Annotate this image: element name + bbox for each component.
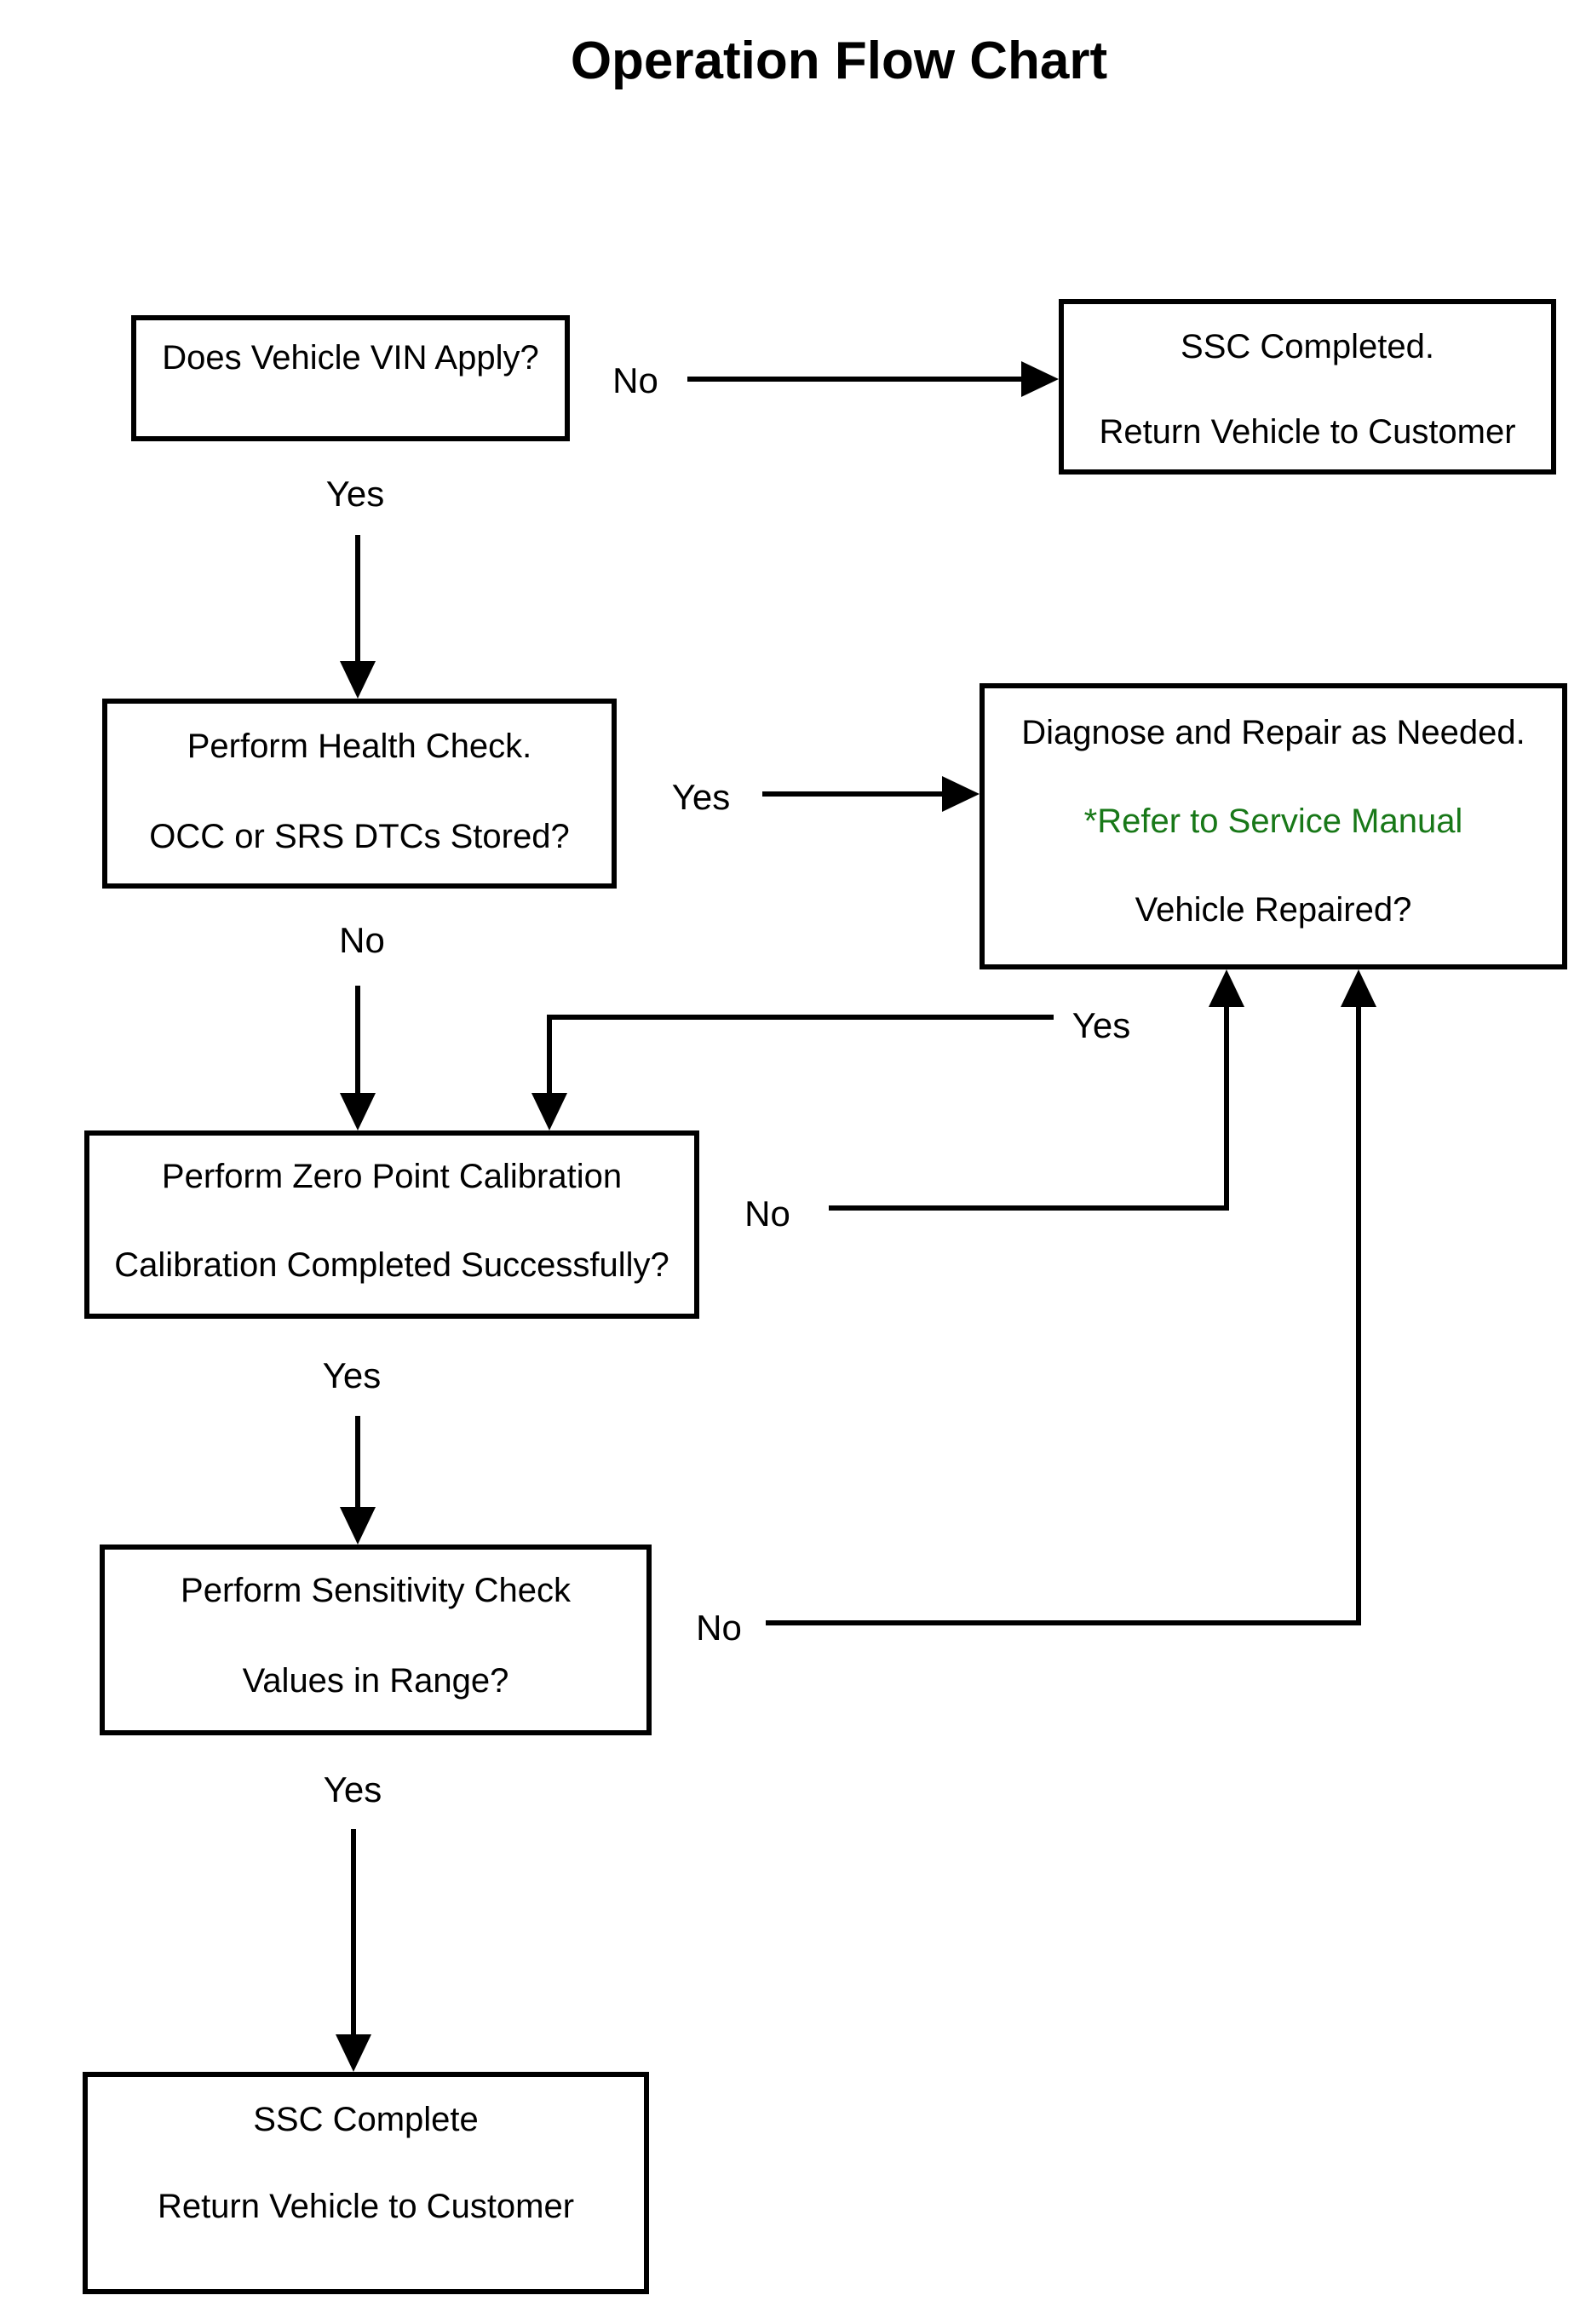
node-ssc-completed: SSC Completed. Return Vehicle to Custome… [1059,299,1556,475]
node-ssc-completed-line2: Return Vehicle to Customer [1099,413,1516,451]
arrow-diagnose-yes-shaft-v [547,1015,552,1093]
node-ssc-completed-line1: SSC Completed. [1181,328,1434,365]
edge-label-health-yes: Yes [671,777,731,817]
arrow-calibration-yes-shaft [355,1416,360,1507]
node-zero-point-calibration: Perform Zero Point Calibration Calibrati… [84,1130,699,1319]
arrowhead-health-yes [942,776,980,812]
node-diagnose-repair: Diagnose and Repair as Needed. *Refer to… [980,683,1567,969]
edge-label-diagnose-yes: Yes [1072,1005,1131,1045]
arrowhead-vin-no [1021,361,1059,397]
node-diagnose-line3: Vehicle Repaired? [1135,891,1412,929]
node-zero-point-line2: Calibration Completed Successfully? [114,1246,669,1284]
arrow-calibration-no-shaft-h [829,1205,1229,1211]
arrow-calibration-no-shaft-v [1224,1007,1229,1211]
arrow-sensitivity-yes-shaft [351,1829,356,2034]
arrowhead-calibration-no [1209,969,1244,1007]
node-sensitivity-line2: Values in Range? [242,1662,509,1700]
page-title: Operation Flow Chart [570,32,1108,90]
arrowhead-health-no [340,1093,376,1130]
node-zero-point-line1: Perform Zero Point Calibration [161,1158,623,1195]
arrowhead-diagnose-yes [531,1093,567,1130]
edge-label-sensitivity-yes: Yes [323,1769,382,1809]
arrow-health-yes-shaft [762,791,942,797]
arrowhead-sensitivity-yes [336,2034,371,2072]
edge-label-vin-no: No [612,360,658,400]
arrow-vin-yes-shaft [355,535,360,661]
arrow-vin-no-shaft [687,377,1021,382]
arrowhead-calibration-yes [340,1507,376,1545]
arrowhead-sensitivity-no [1341,969,1376,1007]
node-ssc-complete: SSC Complete Return Vehicle to Customer [83,2072,649,2294]
arrow-sensitivity-no-shaft-v [1356,1007,1361,1625]
arrowhead-vin-yes [340,661,376,699]
edge-label-calibration-yes: Yes [322,1355,382,1395]
node-sensitivity-check: Perform Sensitivity Check Values in Rang… [100,1545,652,1735]
node-diagnose-line1: Diagnose and Repair as Needed. [1021,714,1525,751]
node-vin-line1: Does Vehicle VIN Apply? [162,339,539,377]
node-ssc-complete-line1: SSC Complete [253,2101,479,2138]
node-diagnose-line2: *Refer to Service Manual [1083,802,1463,840]
node-health-check: Perform Health Check. OCC or SRS DTCs St… [102,699,617,889]
edge-label-sensitivity-no: No [696,1608,742,1648]
node-health-line2: OCC or SRS DTCs Stored? [149,818,570,855]
arrow-diagnose-yes-shaft-h [549,1015,1054,1020]
edge-label-calibration-no: No [744,1194,790,1234]
edge-label-health-no: No [339,920,385,960]
node-vin-check: Does Vehicle VIN Apply? [131,315,570,441]
node-ssc-complete-line2: Return Vehicle to Customer [157,2188,575,2225]
arrow-sensitivity-no-shaft-h [766,1620,1361,1625]
node-health-line1: Perform Health Check. [187,728,532,765]
arrow-health-no-shaft [355,986,360,1093]
node-sensitivity-line1: Perform Sensitivity Check [181,1572,571,1609]
edge-label-vin-yes: Yes [325,474,385,514]
